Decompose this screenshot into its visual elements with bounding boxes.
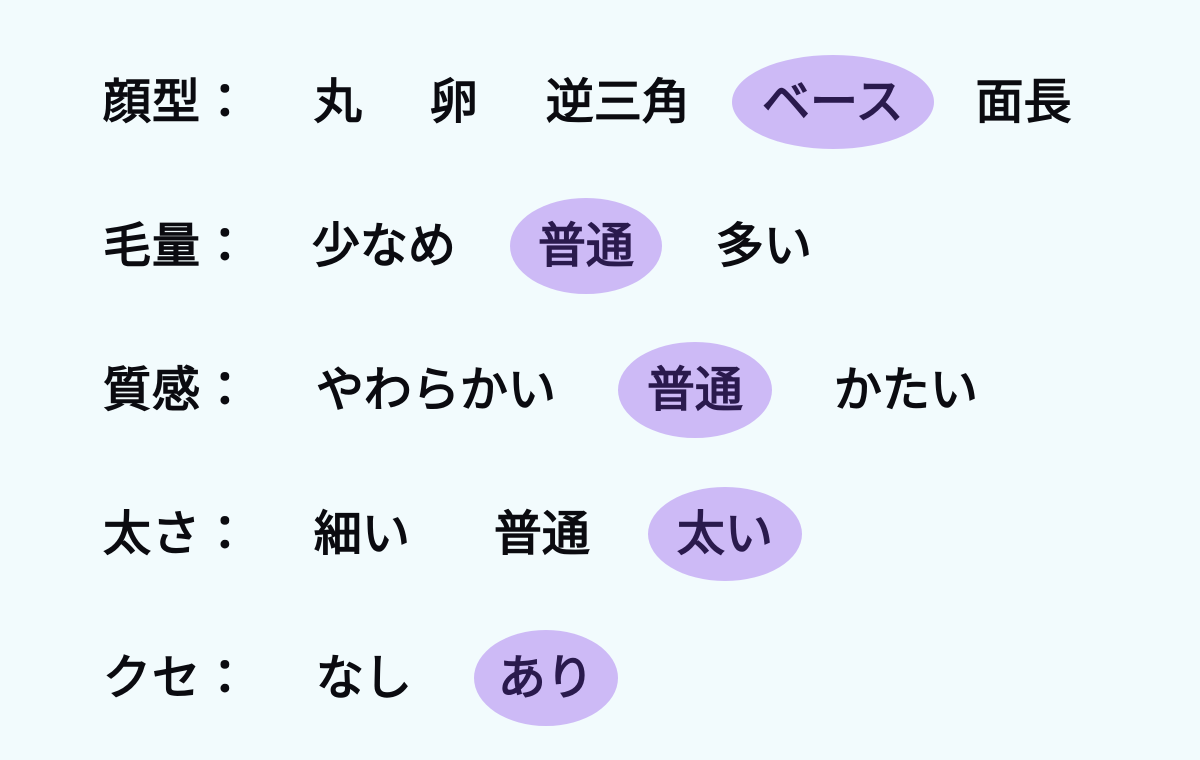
option-label: 普通: [646, 362, 743, 418]
option-label: 細い: [313, 506, 410, 562]
question-row-hair-curl: クセ： なし あり: [0, 606, 1200, 750]
option-label: かたい: [833, 362, 978, 418]
option-label: なし: [315, 650, 412, 706]
option-group-face-shape: 丸 卵 逆三角 ベース 面長: [272, 55, 1106, 149]
option-hair-thickness-2-selected[interactable]: 太い: [647, 487, 802, 581]
question-label-face-shape: 顔型：: [103, 74, 250, 130]
question-row-hair-thickness: 太さ： 細い 普通 太い: [0, 462, 1200, 606]
question-row-hair-texture: 質感： やわらかい 普通 かたい: [0, 318, 1200, 462]
option-face-shape-3-selected[interactable]: ベース: [731, 55, 934, 149]
question-label-hair-texture: 質感：: [103, 362, 250, 418]
option-face-shape-4[interactable]: 面長: [950, 55, 1098, 149]
option-hair-curl-0[interactable]: なし: [290, 631, 438, 725]
option-label: 逆三角: [545, 74, 690, 130]
question-label-hair-volume: 毛量：: [103, 218, 250, 274]
option-group-hair-volume: 少なめ 普通 多い: [272, 198, 852, 294]
option-hair-volume-2[interactable]: 多い: [690, 199, 838, 293]
option-label: 太い: [676, 506, 773, 562]
option-label: やわらかい: [315, 362, 556, 418]
option-label: 多い: [715, 218, 812, 274]
option-label: 丸: [313, 74, 362, 130]
question-label-hair-thickness: 太さ：: [103, 506, 250, 562]
option-label: 普通: [493, 506, 590, 562]
option-face-shape-0[interactable]: 丸: [288, 55, 388, 149]
option-label: あり: [497, 650, 594, 706]
option-face-shape-1[interactable]: 卵: [404, 55, 504, 149]
option-label: 卵: [429, 74, 478, 130]
option-hair-thickness-1[interactable]: 普通: [468, 487, 616, 581]
question-label-hair-curl: クセ：: [103, 650, 250, 706]
option-label: 少なめ: [311, 218, 456, 274]
option-hair-texture-2[interactable]: かたい: [808, 343, 1004, 437]
option-hair-volume-1-selected[interactable]: 普通: [509, 198, 662, 294]
option-group-hair-texture: やわらかい 普通 かたい: [272, 342, 1022, 438]
option-hair-curl-1-selected[interactable]: あり: [473, 630, 618, 726]
option-label: 面長: [975, 74, 1072, 130]
option-group-hair-curl: なし あり: [272, 630, 636, 726]
option-hair-texture-0[interactable]: やわらかい: [290, 343, 582, 437]
question-row-hair-volume: 毛量： 少なめ 普通 多い: [0, 174, 1200, 318]
option-hair-volume-0[interactable]: 少なめ: [286, 199, 482, 293]
option-hair-thickness-0[interactable]: 細い: [288, 487, 436, 581]
option-hair-texture-1-selected[interactable]: 普通: [617, 342, 772, 438]
question-row-face-shape: 顔型： 丸 卵 逆三角 ベース 面長: [0, 30, 1200, 174]
option-group-hair-thickness: 細い 普通 太い: [272, 487, 818, 581]
option-label: ベース: [761, 74, 904, 130]
option-label: 普通: [537, 218, 634, 274]
option-face-shape-2[interactable]: 逆三角: [520, 55, 716, 149]
